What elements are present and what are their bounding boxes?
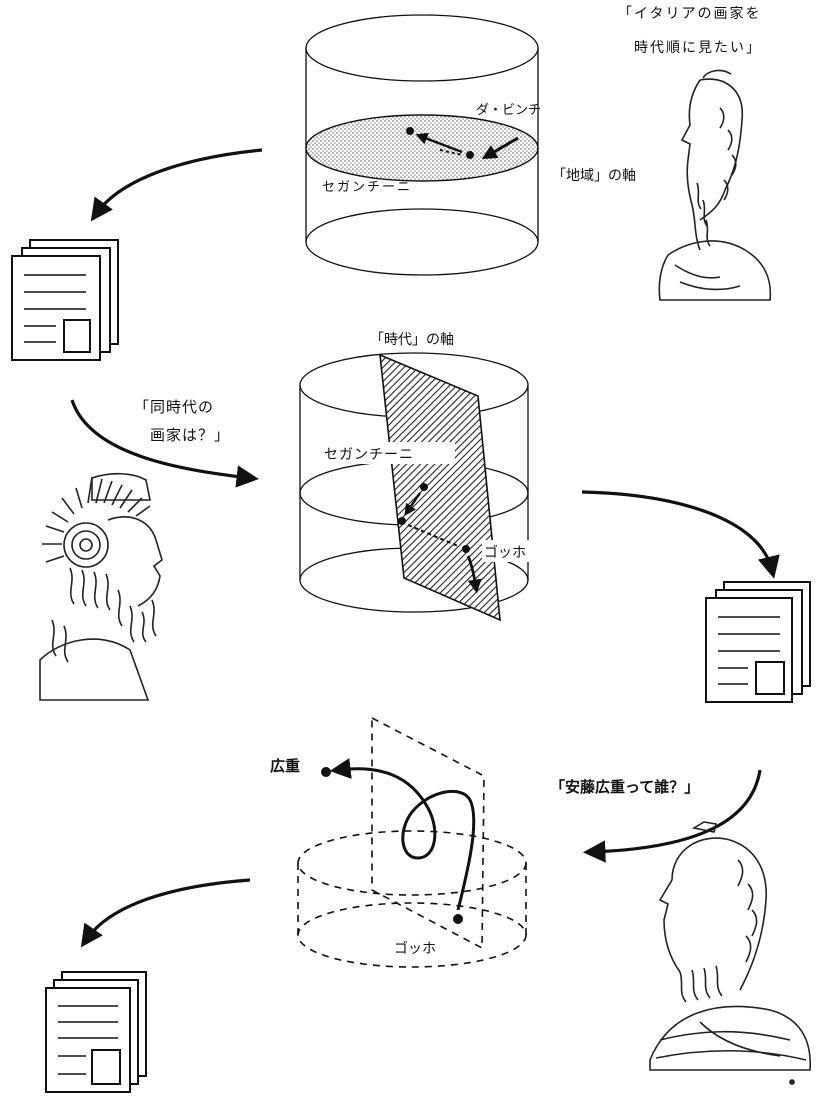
point-mid [466,151,474,159]
bust-illustration-3 [649,821,811,1085]
point-segantini [420,483,428,491]
quote-italian-painters: 「イタリアの画家を 時代順に見たい」 [618,5,762,56]
quote-who-is-hiroshige: 「安藤広重って誰？」 [550,778,699,796]
svg-text:「同時代の: 「同時代の [134,398,214,416]
arrow-to-middle-cylinder [70,399,259,488]
point-gogh [462,545,470,553]
point-davinci [406,127,414,135]
cylinder-bottom [297,716,527,968]
document-stack-1 [11,239,119,361]
arrow-to-doc-2 [581,490,780,579]
label-hiroshige: 広重 [270,757,300,775]
arrow-to-doc-3 [80,878,251,948]
label-davinci: ダ・ビンチ [476,103,541,118]
bust-illustration-2 [39,472,163,701]
document-stack-3 [45,971,147,1093]
arrow-to-bottom-cylinder [583,769,762,863]
label-region-axis: 「地域」の軸 [552,168,636,184]
svg-text:時代順に見たい」: 時代順に見たい」 [634,40,762,56]
label-gogh-bottom: ゴッホ [394,940,436,957]
document-stack-2 [705,581,811,703]
point-gogh-bottom [453,914,463,924]
quote-contemporary-painters: 「同時代の 画家は？」 [134,398,230,444]
label-time-axis: 「時代」の軸 [370,332,454,348]
label-segantini-top: セガンチーニ [322,180,412,195]
region-plane [305,114,539,182]
label-gogh-middle: ゴッホ [484,544,526,561]
svg-text:「イタリアの画家を: 「イタリアの画家を [618,5,761,22]
label-segantini-middle: セガンチーニ [324,447,414,463]
point-middle [398,517,406,525]
cylinder-top [305,14,539,276]
arrow-to-doc-1 [90,148,263,222]
point-hiroshige [321,767,331,777]
bust-illustration-1 [658,69,772,301]
time-plane [379,353,501,622]
cylinder-middle [299,352,529,622]
svg-text:画家は？」: 画家は？」 [150,426,230,444]
